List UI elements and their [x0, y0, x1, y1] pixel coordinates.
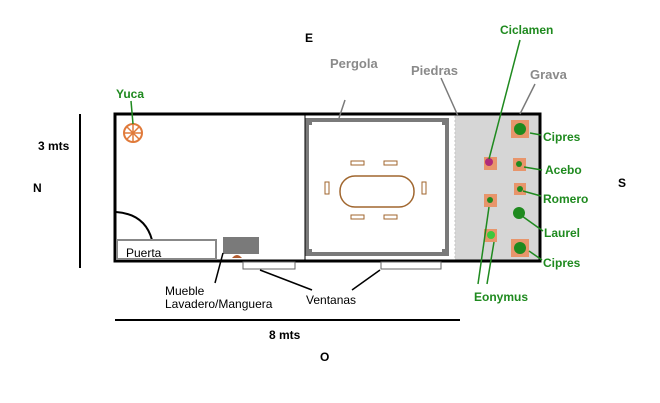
compass-west: O — [320, 350, 329, 364]
chair — [383, 214, 398, 220]
plant-label-holly: Acebo — [545, 163, 582, 177]
euonymus-label: Eonymus — [474, 290, 528, 304]
pergola-outline — [305, 118, 449, 256]
plant-label-cypress: Cipres — [543, 256, 581, 270]
plant-label-laurel: Laurel — [544, 226, 580, 240]
door-label: Puerta — [126, 246, 162, 260]
chair — [421, 181, 427, 195]
plant-label-cypress: Cipres — [543, 130, 581, 144]
yucca-label: Yuca — [116, 87, 144, 101]
chair — [350, 214, 365, 220]
door-swing — [115, 211, 153, 241]
compass-north: N — [33, 181, 42, 195]
window — [380, 261, 442, 270]
table — [339, 175, 415, 208]
laundry-cabinet — [223, 237, 259, 254]
plant-label-rosemary: Romero — [543, 192, 588, 206]
gravel-label: Grava — [530, 67, 568, 82]
door — [116, 239, 217, 260]
yucca-plant — [123, 123, 143, 143]
compass-east: E — [305, 31, 313, 45]
stones-label: Piedras — [411, 63, 458, 78]
window — [242, 261, 296, 270]
chair — [350, 160, 365, 166]
length-label: 8 mts — [269, 328, 301, 342]
cyclamen-label: Ciclamen — [500, 23, 553, 37]
width-label: 3 mts — [38, 139, 70, 153]
cabinet-label-line2: Lavadero/Manguera — [165, 297, 273, 311]
patio-outline — [113, 112, 542, 263]
pergola-label: Pergola — [330, 56, 378, 71]
compass-south: S — [618, 176, 626, 190]
chair — [324, 181, 330, 195]
cabinet-label-line1: Mueble — [165, 284, 205, 298]
chair — [383, 160, 398, 166]
windows-label: Ventanas — [306, 293, 356, 307]
